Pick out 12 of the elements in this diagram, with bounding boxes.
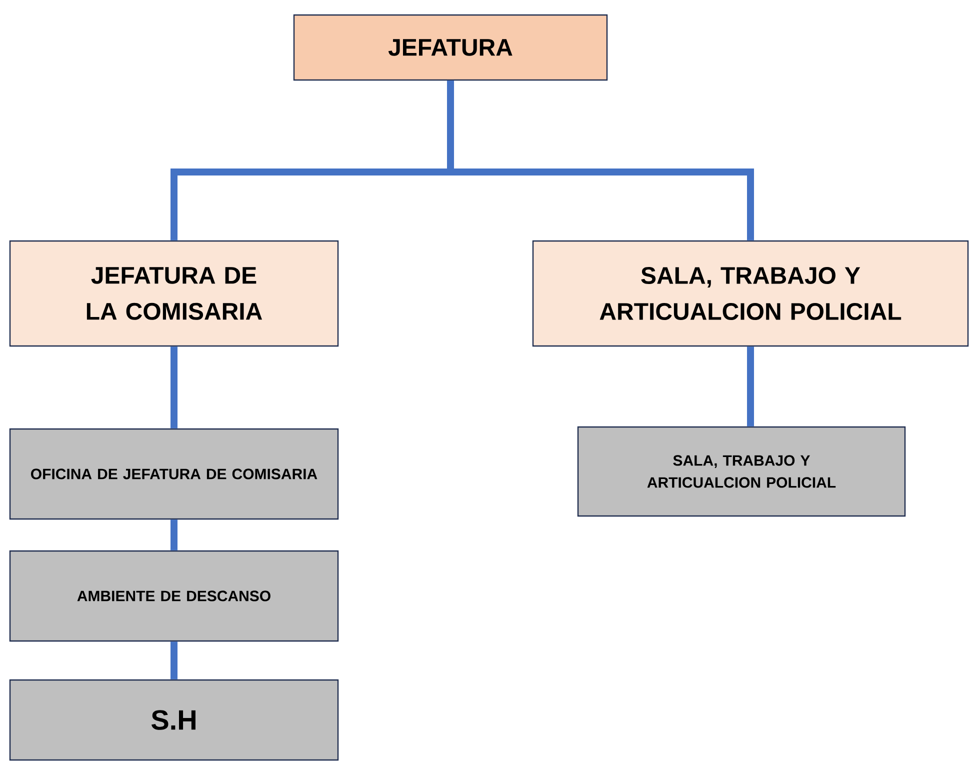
connector-line: [170, 642, 178, 680]
org-box: SALA, TRABAJO Y ARTICUALCION POLICIAL: [532, 240, 969, 347]
org-box: SALA, TRABAJO Y ARTICUALCION POLICIAL: [577, 426, 906, 517]
org-box: OFICINA DE JEFATURA DE COMISARIA: [9, 428, 339, 520]
connector-line: [747, 346, 754, 426]
org-box: AMBIENTE DE DESCANSO: [9, 550, 339, 642]
connector-line: [447, 80, 754, 240]
org-box: JEFATURA DE LA COMISARIA: [9, 240, 339, 347]
org-box: JEFATURA: [293, 14, 608, 81]
org-box: S.H: [9, 679, 339, 761]
connector-line: [170, 346, 178, 428]
connector-line: [170, 520, 178, 550]
